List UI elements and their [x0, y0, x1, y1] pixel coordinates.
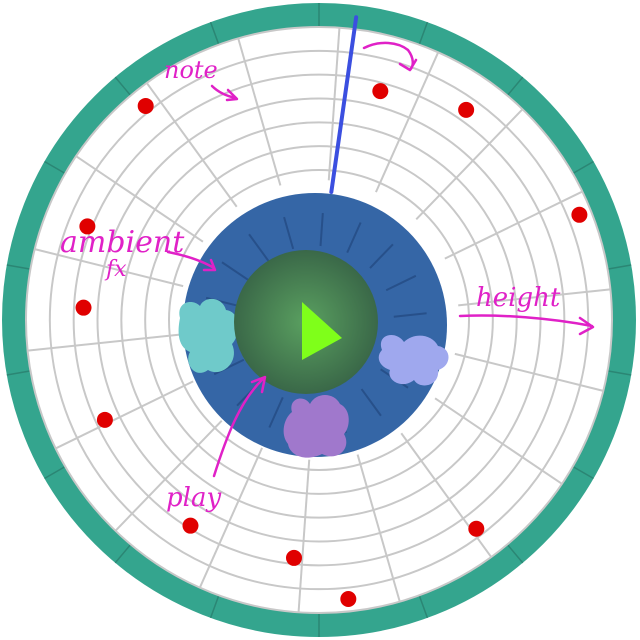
- note-dot[interactable]: [340, 591, 357, 608]
- ring-tick: [6, 264, 31, 270]
- disc-spoke: [319, 213, 324, 247]
- ring-tick: [114, 76, 132, 97]
- ring-tick: [418, 595, 429, 619]
- disc-spoke: [385, 274, 417, 292]
- disc-spoke: [369, 243, 394, 269]
- grid-spoke: [434, 397, 563, 485]
- grid-spoke: [198, 447, 263, 589]
- outer-ring-ticks: [6, 3, 632, 637]
- ring-tick: [44, 160, 66, 175]
- note-dot[interactable]: [182, 517, 199, 534]
- notes-layer: [75, 83, 588, 608]
- grid-spoke: [444, 190, 583, 260]
- ring-tick: [506, 543, 524, 564]
- radial-grid: [25, 26, 613, 614]
- grid-spoke: [75, 155, 204, 243]
- ring-tick: [44, 465, 66, 480]
- annotation-arrows: [166, 41, 595, 478]
- ring-tick: [209, 21, 220, 45]
- disc-spoke: [221, 261, 250, 282]
- grid-ring: [72, 73, 566, 567]
- rotation-arrow: [362, 41, 418, 72]
- disc-spoke: [346, 222, 362, 254]
- grid-ring: [120, 121, 518, 519]
- play-button[interactable]: [234, 250, 378, 394]
- grid-ring: [48, 49, 590, 591]
- grid-spoke: [55, 380, 194, 450]
- grid-ring: [144, 145, 494, 495]
- annotation-fx: fx: [104, 257, 127, 282]
- disc-spoke: [248, 233, 270, 262]
- ring-tick: [572, 465, 594, 480]
- note-dot[interactable]: [458, 101, 475, 118]
- grid-ring: [96, 97, 542, 543]
- grid-spoke: [356, 454, 401, 602]
- note-dot[interactable]: [79, 218, 96, 235]
- annotation-height: height: [476, 283, 561, 313]
- note-dot[interactable]: [75, 299, 92, 316]
- note-dot[interactable]: [571, 206, 588, 223]
- note-dot[interactable]: [372, 83, 389, 100]
- ring-tick: [114, 543, 132, 564]
- note-dot[interactable]: [96, 411, 113, 428]
- ring-tick: [607, 264, 632, 270]
- ring-tick: [572, 160, 594, 175]
- note-dot[interactable]: [285, 549, 302, 566]
- height-arrow: [458, 314, 595, 336]
- grid-spoke: [327, 27, 341, 181]
- grid-spoke: [114, 420, 223, 532]
- play-icon: [302, 302, 342, 360]
- disc-spoke: [283, 216, 295, 250]
- ambient-fx-right-blob[interactable]: [378, 335, 449, 386]
- grid-spoke: [415, 108, 524, 220]
- ring-tick: [506, 76, 524, 97]
- grid-spoke: [145, 82, 238, 208]
- ring-tick: [6, 370, 31, 376]
- ambient-fx-arrow: [166, 250, 217, 272]
- grid-spoke: [375, 51, 440, 193]
- ring-tick: [418, 21, 429, 45]
- note-arrow: [210, 84, 239, 102]
- grid-spoke: [34, 248, 184, 288]
- note-dot[interactable]: [137, 97, 154, 114]
- annotation-play: play: [166, 483, 221, 513]
- annotation-note: note: [164, 56, 218, 84]
- playhead-line[interactable]: [329, 15, 359, 194]
- grid-ring: [168, 169, 470, 471]
- disc-spoke: [360, 388, 382, 417]
- disc-spoke: [393, 312, 427, 318]
- grid-spoke: [27, 333, 180, 352]
- ambient-fx-bottom-blob[interactable]: [283, 395, 349, 458]
- play-arrow: [212, 375, 267, 478]
- grid-spoke: [454, 352, 604, 392]
- note-dot[interactable]: [468, 520, 485, 537]
- ring-tick: [209, 595, 220, 619]
- annotation-ambient: ambient: [60, 225, 185, 260]
- grid-spoke: [297, 459, 311, 613]
- grid-spoke: [458, 288, 611, 307]
- grid-spoke: [237, 38, 282, 186]
- disc-spoke: [268, 396, 284, 428]
- ambient-fx-left-blob[interactable]: [178, 298, 239, 373]
- grid-ring: [25, 26, 613, 614]
- ring-tick: [607, 370, 632, 376]
